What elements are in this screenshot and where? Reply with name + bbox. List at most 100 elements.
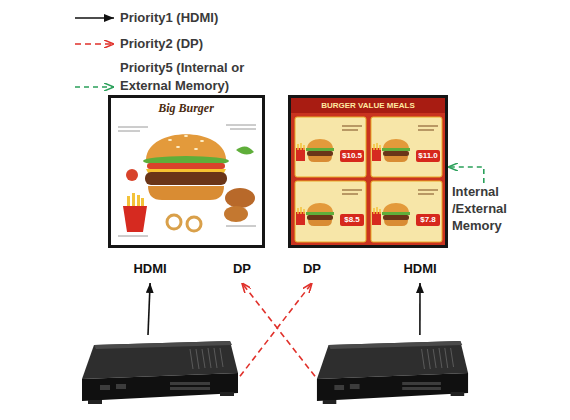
media-player-drawing <box>323 400 337 404</box>
side-dishes <box>126 146 255 231</box>
media-player-drawing <box>88 400 102 404</box>
media-player-drawing <box>220 348 223 367</box>
menu-item-lines <box>418 130 434 131</box>
burger-drawing <box>145 172 227 185</box>
memory-source: Internal /External Memory <box>452 183 526 237</box>
fine-print-lines <box>230 129 256 130</box>
dp-arrow <box>240 283 312 376</box>
side-dishes <box>126 169 138 181</box>
burger-icon <box>296 203 334 226</box>
price-tag: $10.5 <box>340 150 364 162</box>
media-player-drawing <box>350 384 360 389</box>
media-player-drawing <box>220 392 234 396</box>
side-dishes <box>224 206 248 222</box>
port-label: HDMI <box>120 261 180 277</box>
menu-item-lines <box>342 130 358 131</box>
display-screen: HDMI DP <box>108 95 265 283</box>
price-tag: $8.5 <box>340 214 364 226</box>
menu-item-lines <box>418 126 438 127</box>
burger-drawing <box>147 163 225 169</box>
legend-text: Priority2 (DP) <box>120 35 320 53</box>
menu-card <box>371 117 442 177</box>
right-screen-art <box>291 98 445 245</box>
media-player-drawing <box>82 341 238 379</box>
fine-print-lines <box>118 125 256 236</box>
media-player-drawing <box>190 349 193 369</box>
menu-card <box>295 117 366 177</box>
media-player-drawing <box>170 382 210 385</box>
port-label: HDMI <box>390 261 450 277</box>
menu-item-lines <box>342 126 362 127</box>
menu-card <box>295 117 442 242</box>
media-player-drawing <box>334 382 441 390</box>
media-player-drawing <box>100 385 110 390</box>
fine-print-lines <box>118 131 140 132</box>
media-player-drawing <box>329 341 463 349</box>
port-label: DP <box>292 261 332 277</box>
side-dishes <box>225 188 255 208</box>
side-dishes <box>236 146 254 154</box>
media-player-drawing <box>190 348 223 369</box>
left-screen-art <box>111 98 262 245</box>
legend-text: Priority5 (Internal or External Memory) <box>120 59 295 95</box>
media-player-drawing <box>315 335 470 410</box>
left-screen-art <box>111 98 262 245</box>
hdmi-legend-arrow <box>75 17 114 19</box>
media-player-drawing <box>82 373 238 401</box>
memory-arrow <box>448 167 484 183</box>
burger-drawing <box>148 186 224 200</box>
media-player-drawing <box>439 348 442 368</box>
legend-text: Priority1 (HDMI) <box>120 9 320 27</box>
screen-heading: Big Burger <box>140 101 232 116</box>
media-player-drawing <box>317 341 468 379</box>
port-label: DP <box>222 261 262 277</box>
media-player <box>80 335 240 410</box>
display-bezel <box>108 95 265 248</box>
menu-card <box>295 181 366 242</box>
menu-item-lines <box>342 190 362 191</box>
media-player-drawing <box>334 385 344 390</box>
media-player-drawing <box>170 387 210 390</box>
fine-print-lines <box>118 127 148 128</box>
fine-print-lines <box>226 125 256 126</box>
media-player-drawing <box>451 392 465 396</box>
hdmi-arrow <box>148 283 150 335</box>
burger-drawing <box>194 148 198 150</box>
media-player-drawing <box>196 349 199 369</box>
burger-drawing <box>168 139 172 141</box>
burger-drawing <box>200 140 204 142</box>
media-player-drawing <box>208 348 211 368</box>
menu-item-lines <box>418 190 438 191</box>
media-player-drawing <box>402 382 441 385</box>
right-screen-art <box>291 98 445 113</box>
media-player-drawing <box>94 341 232 349</box>
media-player-drawing <box>80 335 240 410</box>
menu-item-lines <box>418 194 434 195</box>
media-player <box>315 335 470 410</box>
memory-legend-arrow <box>75 86 114 88</box>
fine-print-lines <box>226 226 256 227</box>
menu-card <box>371 181 442 242</box>
media-player-drawing <box>422 349 425 369</box>
burger-drawing <box>184 135 188 137</box>
price-tag: $11.0 <box>416 150 440 162</box>
burger-drawing <box>143 134 229 200</box>
burger-drawing <box>146 134 226 159</box>
media-player-drawing <box>422 348 454 369</box>
right-screen-art <box>291 98 445 245</box>
price-tag: $7.8 <box>416 214 440 226</box>
media-player-drawing <box>116 384 126 389</box>
display-screen: DP HDMI <box>288 95 448 283</box>
media-player-drawing <box>445 348 448 368</box>
hdmi-arrow <box>419 283 421 335</box>
fries-drawing <box>123 193 147 232</box>
media-player-drawing <box>100 382 210 390</box>
media-player-drawing <box>202 349 205 368</box>
dp-legend-arrow <box>75 43 114 45</box>
side-dishes <box>167 215 181 229</box>
fries-drawing <box>123 206 147 232</box>
media-player-drawing <box>433 349 436 368</box>
burger-icon <box>372 139 410 162</box>
media-player-drawing <box>317 373 468 401</box>
